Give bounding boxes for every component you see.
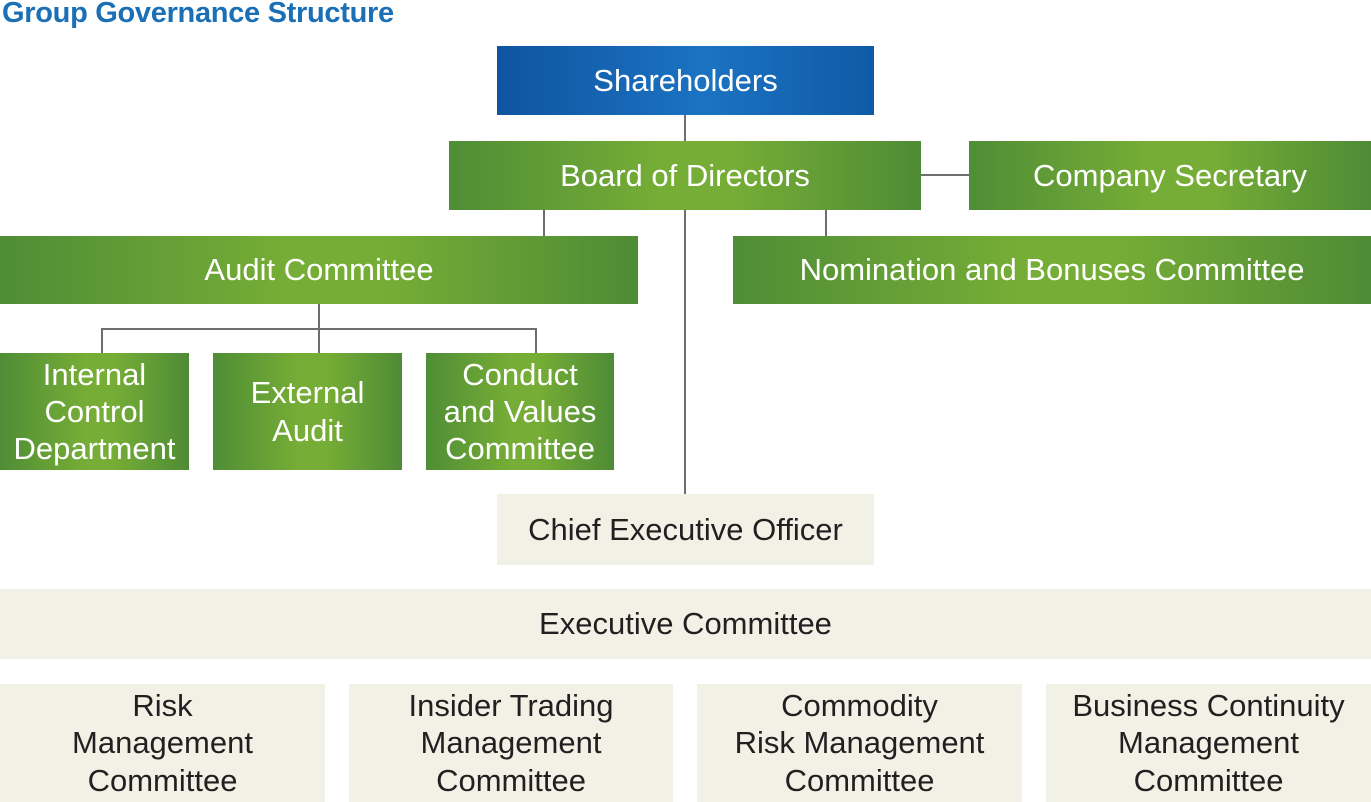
insider-line-1: Insider Trading	[408, 688, 614, 724]
page-title: Group Governance Structure	[2, 0, 394, 29]
conduct-values-committee-box: Conduct and Values Committee	[426, 353, 614, 470]
company-secretary-box: Company Secretary	[969, 141, 1371, 210]
executive-committee-box: Executive Committee	[0, 589, 1371, 659]
risk-line-1: Risk	[132, 688, 193, 724]
internal-control-line-1: Internal	[42, 356, 147, 392]
chief-executive-officer-box: Chief Executive Officer	[497, 494, 874, 565]
audit-committee-box: Audit Committee	[0, 236, 638, 304]
external-audit-line-2: Audit	[272, 412, 343, 448]
insider-trading-committee-box: Insider Trading Management Committee	[349, 684, 673, 802]
conduct-line-3: Committee	[445, 431, 595, 467]
conduct-line-1: Conduct	[462, 356, 578, 392]
shareholders-box: Shareholders	[497, 46, 874, 115]
commodity-risk-committee-box: Commodity Risk Management Committee	[697, 684, 1022, 802]
continuity-line-3: Committee	[1133, 762, 1284, 798]
risk-management-committee-box: Risk Management Committee	[0, 684, 325, 802]
nomination-bonuses-committee-box: Nomination and Bonuses Committee	[733, 236, 1371, 304]
internal-control-line-3: Department	[13, 431, 176, 467]
risk-line-3: Committee	[87, 762, 238, 798]
board-of-directors-box: Board of Directors	[449, 141, 921, 210]
continuity-line-2: Management	[1118, 725, 1299, 761]
insider-line-2: Management	[420, 725, 602, 761]
internal-control-line-2: Control	[44, 393, 145, 429]
commodity-line-2: Risk Management	[734, 725, 985, 761]
business-continuity-committee-box: Business Continuity Management Committee	[1046, 684, 1371, 802]
external-audit-box: External Audit	[213, 353, 402, 470]
commodity-line-1: Commodity	[781, 688, 938, 724]
continuity-line-1: Business Continuity	[1072, 688, 1345, 724]
internal-control-department-box: Internal Control Department	[0, 353, 189, 470]
insider-line-3: Committee	[436, 762, 586, 798]
commodity-line-3: Committee	[784, 762, 935, 798]
external-audit-line-1: External	[250, 375, 365, 411]
conduct-line-2: and Values	[443, 393, 597, 429]
risk-line-2: Management	[72, 725, 253, 761]
